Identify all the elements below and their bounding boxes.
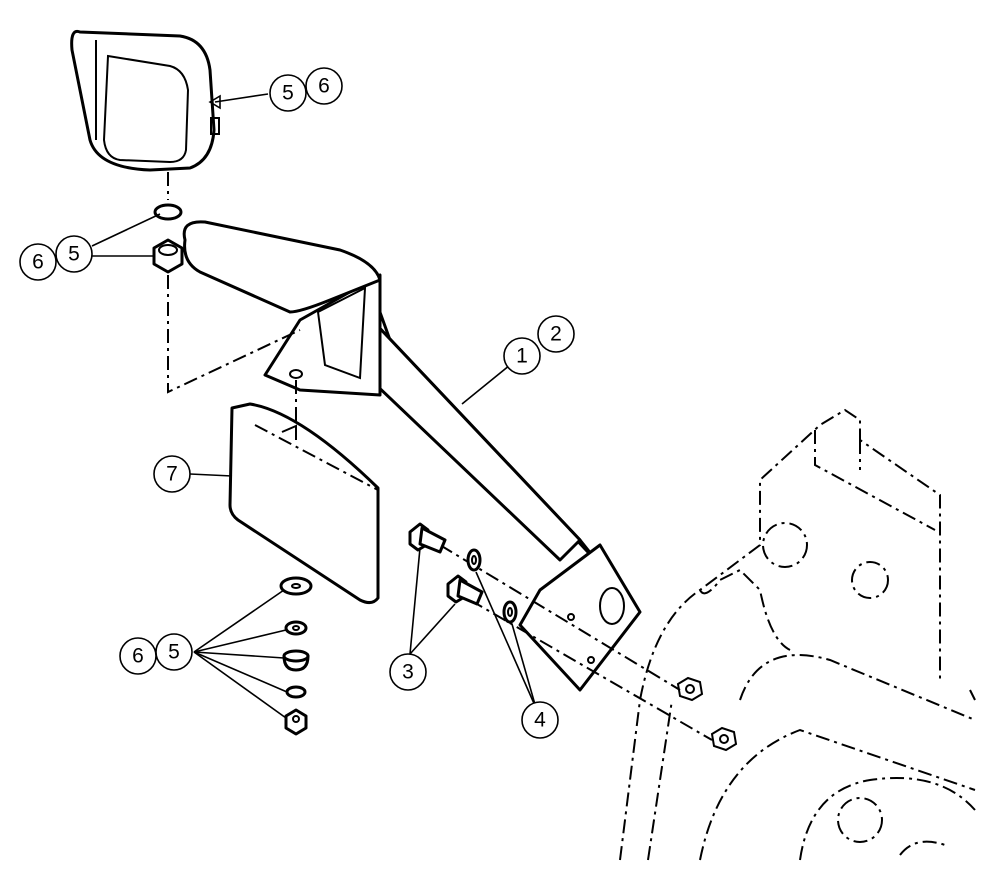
callout-washers-6: 6 (119, 637, 157, 675)
svg-text:1: 1 (516, 345, 528, 368)
svg-text:4: 4 (534, 709, 546, 732)
lamp-nut (152, 238, 184, 274)
callout-flap-7: 7 (153, 455, 191, 493)
callout-lamp-6: 6 (305, 67, 343, 105)
leader-lines (91, 93, 537, 719)
callout-lamp-nut-5: 5 (55, 235, 93, 273)
svg-text:5: 5 (282, 82, 294, 105)
svg-text:2: 2 (550, 323, 562, 346)
flap-flat-washer (279, 576, 313, 596)
svg-text:5: 5 (68, 243, 80, 266)
lamp-washer (153, 203, 183, 221)
svg-text:6: 6 (318, 75, 330, 98)
lock-washer-upper (466, 548, 482, 572)
callout-bracket-1: 1 (503, 337, 541, 375)
flap-nut (284, 708, 308, 736)
frame-nut-upper (676, 676, 704, 702)
flap-cup-washer (282, 649, 310, 672)
callout-lockwashers-4: 4 (521, 701, 559, 739)
svg-text:6: 6 (32, 251, 44, 274)
callout-washers-5: 5 (155, 633, 193, 671)
bolt-to-frame-line (439, 544, 681, 691)
lamp-to-bracket-line (167, 275, 301, 394)
callout-bracket-2: 2 (537, 315, 575, 353)
bolt-upper (408, 522, 447, 554)
work-lamp (70, 29, 220, 172)
machine-frame-phantom (619, 408, 976, 861)
svg-text:3: 3 (402, 661, 414, 684)
svg-text:6: 6 (132, 645, 144, 668)
flap-small-washer (284, 620, 308, 636)
bracket-arm (182, 220, 642, 692)
lock-washer-lower (502, 600, 518, 624)
bolt-lower (446, 574, 484, 606)
callout-lamp-nut-6: 6 (19, 243, 57, 281)
callout-bolts-3: 3 (389, 653, 427, 691)
svg-text:7: 7 (166, 463, 178, 486)
callout-lamp-5: 5 (269, 74, 307, 112)
flap-lock-washer (285, 685, 307, 699)
mud-flap (228, 402, 380, 605)
svg-text:5: 5 (168, 641, 180, 664)
frame-nut-lower (710, 726, 738, 752)
